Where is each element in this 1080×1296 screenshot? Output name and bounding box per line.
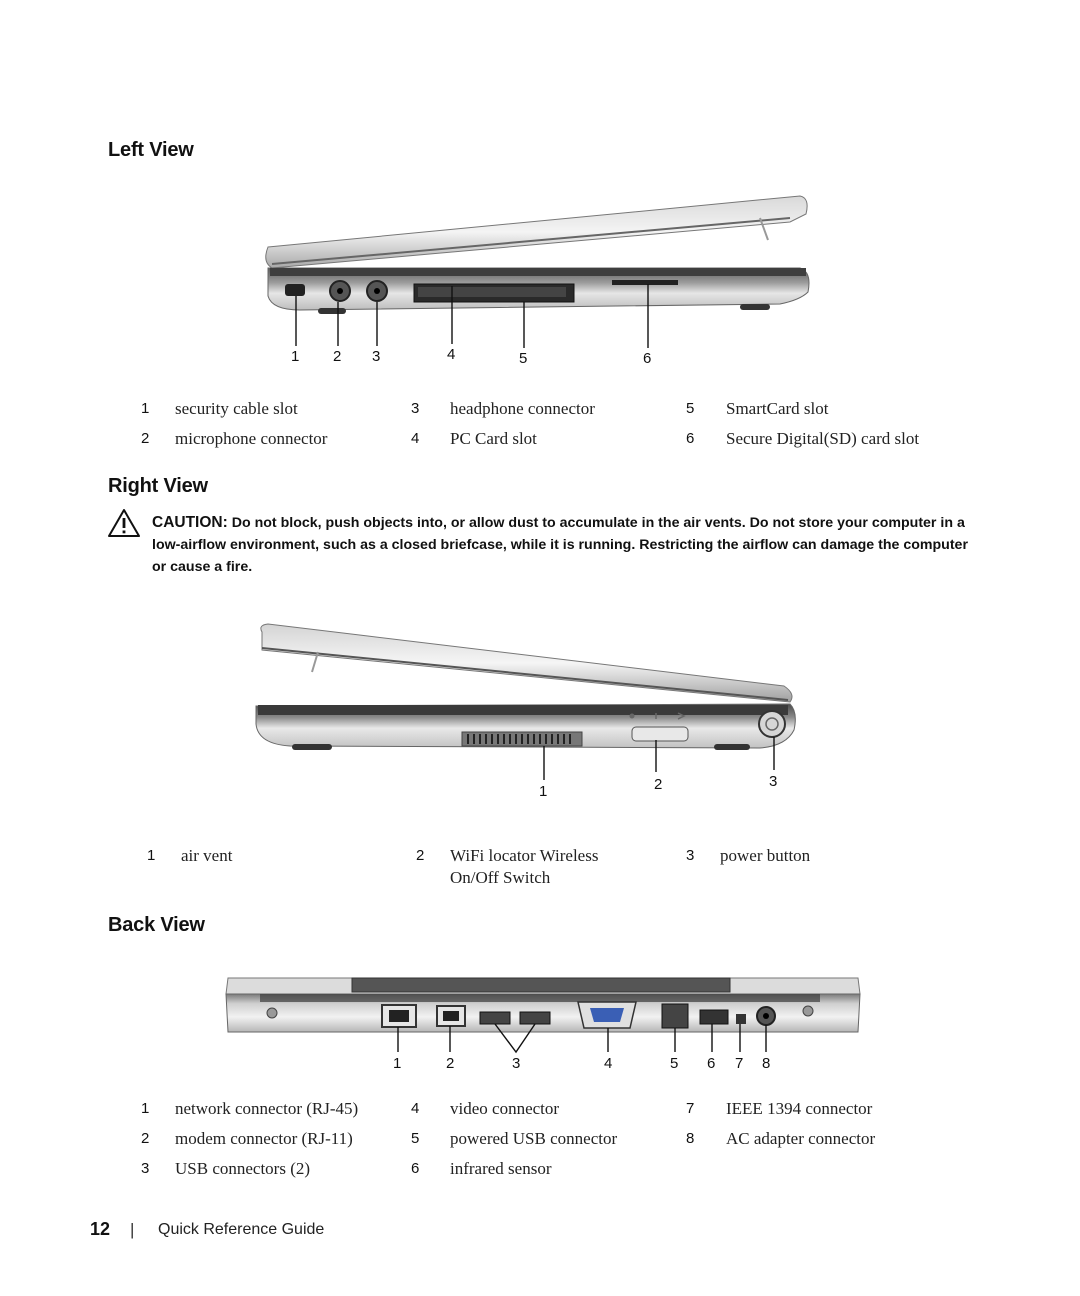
- left-callout-6: 6: [643, 350, 652, 367]
- left-legend-label: Secure Digital(SD) card slot: [726, 429, 920, 448]
- caution-text: Do not block, push objects into, or allo…: [152, 515, 968, 575]
- back-legend-num: 1: [141, 1100, 150, 1117]
- back-legend-label: USB connectors (2): [175, 1159, 311, 1178]
- back-legend-num: 8: [686, 1130, 695, 1147]
- back-legend-label: IEEE 1394 connector: [726, 1099, 873, 1118]
- back-legend-num: 5: [411, 1130, 420, 1147]
- left-legend-label: headphone connector: [450, 399, 595, 418]
- back-callout-1: 1: [393, 1055, 402, 1072]
- right-legend-num: 3: [686, 847, 695, 864]
- left-legend-num: 3: [411, 400, 420, 417]
- back-legend-num: 7: [686, 1100, 695, 1117]
- left-legend-num: 1: [141, 400, 150, 417]
- caution-block: CAUTION: Do not block, push objects into…: [152, 512, 972, 578]
- right-legend-label: power button: [720, 846, 811, 865]
- right-legend-num: 2: [416, 847, 425, 864]
- back-callout-2: 2: [446, 1055, 455, 1072]
- left-callout-2: 2: [333, 348, 342, 365]
- left-callout-1: 1: [291, 348, 300, 365]
- right-callout-3: 3: [769, 773, 778, 790]
- back-callout-5: 5: [670, 1055, 679, 1072]
- left-legend-num: 6: [686, 430, 695, 447]
- left-callout-5: 5: [519, 350, 528, 367]
- left-callout-3: 3: [372, 348, 381, 365]
- footer-separator: |: [130, 1220, 135, 1239]
- right-callout-1: 1: [539, 783, 548, 800]
- page-number: 12: [90, 1219, 111, 1239]
- back-legend-label: powered USB connector: [450, 1129, 618, 1148]
- back-legend-num: 3: [141, 1160, 150, 1177]
- right-legend-num: 1: [147, 847, 156, 864]
- back-callout-7: 7: [735, 1055, 744, 1072]
- footer-title: Quick Reference Guide: [158, 1221, 325, 1238]
- left-legend-label: security cable slot: [175, 399, 298, 418]
- right-callout-2: 2: [654, 776, 663, 793]
- back-legend-num: 6: [411, 1160, 420, 1177]
- back-callout-4: 4: [604, 1055, 613, 1072]
- left-legend-label: SmartCard slot: [726, 399, 829, 418]
- left-view-heading: Left View: [108, 139, 194, 161]
- left-legend-num: 2: [141, 430, 150, 447]
- right-legend-label: WiFi locator Wireless On/Off Switch: [450, 846, 599, 887]
- back-legend-label: modem connector (RJ-11): [175, 1129, 353, 1148]
- left-callout-4: 4: [447, 346, 456, 363]
- right-legend-label: air vent: [181, 846, 233, 865]
- back-callout-6: 6: [707, 1055, 716, 1072]
- back-legend-label: infrared sensor: [450, 1159, 552, 1178]
- left-view-laptop-illustration: [265, 195, 810, 348]
- left-legend-num: 4: [411, 430, 420, 447]
- back-callout-3: 3: [512, 1055, 521, 1072]
- back-view-heading: Back View: [108, 914, 205, 936]
- back-legend-num: 2: [141, 1130, 150, 1147]
- back-legend-label: network connector (RJ-45): [175, 1099, 359, 1118]
- back-view-laptop-illustration: [225, 977, 861, 1054]
- right-view-heading: Right View: [108, 475, 208, 497]
- back-legend-label: video connector: [450, 1099, 560, 1118]
- caution-icon: [108, 509, 140, 537]
- back-legend-num: 4: [411, 1100, 420, 1117]
- left-legend-label: microphone connector: [175, 429, 328, 448]
- right-view-laptop-illustration: [255, 623, 796, 780]
- left-legend-label: PC Card slot: [450, 429, 537, 448]
- back-callout-8: 8: [762, 1055, 771, 1072]
- back-legend-label: AC adapter connector: [726, 1129, 876, 1148]
- caution-label: CAUTION:: [152, 514, 228, 531]
- left-legend-num: 5: [686, 400, 695, 417]
